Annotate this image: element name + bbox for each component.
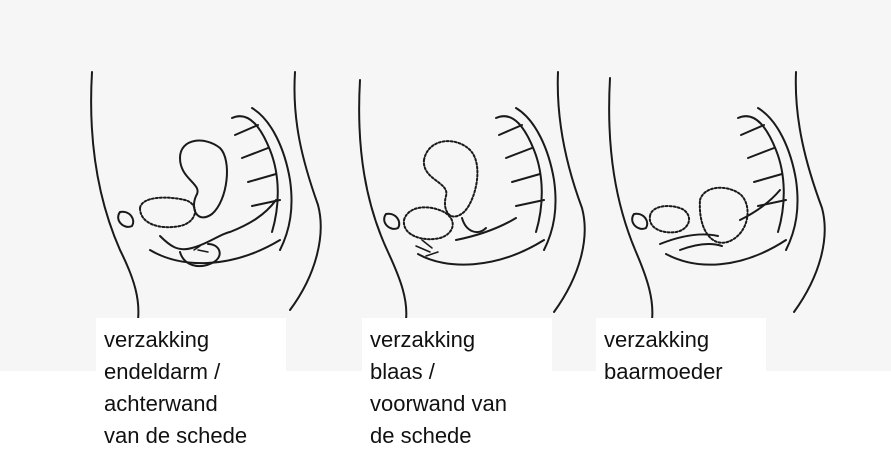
caption-line: van de schede xyxy=(104,420,274,452)
caption-line: verzakking xyxy=(370,324,540,356)
caption-bladder-prolapse: verzakking blaas / voorwand van de sched… xyxy=(362,318,552,474)
caption-line: de schede xyxy=(370,420,540,452)
caption-line: baarmoeder xyxy=(604,356,754,388)
illustration-uterus-prolapse xyxy=(600,0,860,330)
caption-line: verzakking xyxy=(604,324,754,356)
illustration-bladder-prolapse xyxy=(346,0,606,330)
caption-rectum-prolapse: verzakking endeldarm / achterwand van de… xyxy=(96,318,286,474)
caption-uterus-prolapse: verzakking baarmoeder xyxy=(596,318,766,384)
caption-line: voorwand van xyxy=(370,388,540,420)
caption-line: achterwand xyxy=(104,388,274,420)
caption-line: verzakking xyxy=(104,324,274,356)
illustration-rectum-prolapse xyxy=(80,0,340,330)
caption-line: blaas / xyxy=(370,356,540,388)
caption-line: endeldarm / xyxy=(104,356,274,388)
